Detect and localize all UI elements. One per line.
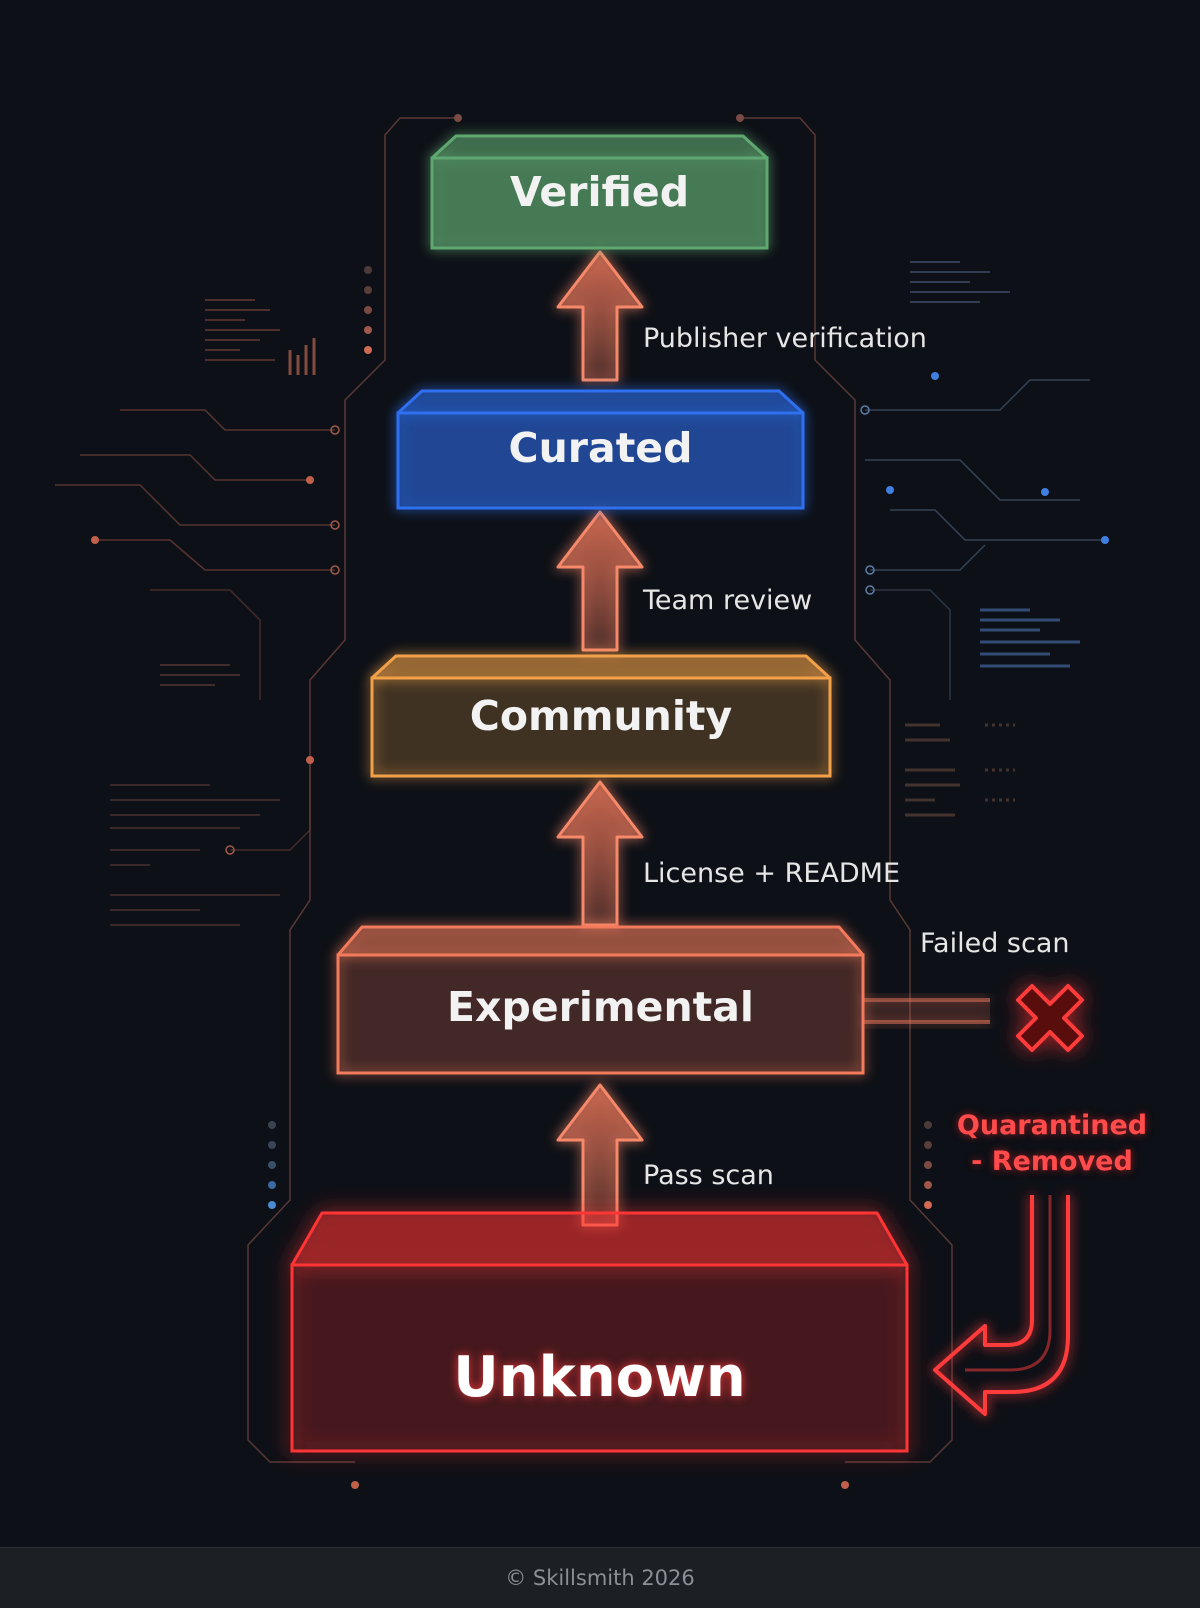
failed-scan-connector [862,998,990,1024]
tier-box-front [430,156,769,250]
dot [364,306,372,314]
trace [865,379,1090,411]
tier-box-community [370,654,832,778]
dot [268,1121,276,1129]
diagram-canvas [55,114,1109,1489]
trace [150,589,261,700]
code-block-left-mid [160,664,240,686]
tier-label-unknown: Unknown [453,1345,746,1410]
trace [95,539,335,571]
dot [268,1141,276,1149]
tier-box-top [370,654,832,680]
quarantined-line-1: Quarantined [956,1110,1148,1141]
tier-box-top [336,925,865,957]
promotion-arrow [556,1083,644,1227]
dot [364,326,372,334]
tier-box-top [290,1211,909,1267]
tier-box-verified [430,134,769,250]
trace-node [306,476,314,484]
trace-node [330,565,340,575]
promotion-arrow [556,510,644,652]
trace-node [860,405,870,415]
code-block-right-mid [980,608,1080,668]
tier-label-verified: Verified [509,168,690,216]
frame-line-right [740,117,953,1463]
frame-node [736,114,744,122]
dot [924,1121,932,1129]
trace-node [1041,488,1049,496]
frame-node [351,1481,359,1489]
trace [80,454,310,481]
tier-box-top [396,389,805,415]
trace-node [330,520,340,530]
tier-box-curated [396,389,805,510]
dot [268,1201,276,1209]
promotion-arrows [556,250,644,1227]
quarantine-x-icon [1016,984,1084,1052]
trace-node [886,486,894,494]
dot [364,286,372,294]
bar-glyph [288,338,316,375]
transition-label-team-review: Team review [643,585,813,616]
tier-box-top [430,134,769,160]
trace-node [225,845,235,855]
quarantined-label: Quarantined - Removed [952,1108,1152,1180]
tier-label-curated: Curated [508,424,693,472]
transition-label-pass-scan: Pass scan [643,1160,774,1191]
trace-node [931,372,939,380]
promotion-arrow [556,780,644,927]
tier-box-front [396,411,805,510]
code-block-right-low [905,723,1015,817]
tier-box-front [370,676,832,778]
failed-scan-label: Failed scan [920,928,1070,959]
trace [120,409,335,431]
frame-node [454,114,462,122]
dot [268,1161,276,1169]
code-block-left-low [110,784,280,926]
trace-node [330,425,340,435]
transition-label-license-readme: License + README [643,858,901,889]
tier-box-unknown [290,1211,909,1453]
tier-label-experimental: Experimental [447,983,754,1031]
copyright-text: © Skillsmith 2026 [505,1566,695,1590]
trace-node [865,585,875,595]
trace-node [865,565,875,575]
dot [924,1181,932,1189]
promotion-arrow [556,250,644,382]
footer: © Skillsmith 2026 [0,1547,1200,1608]
dot [924,1141,932,1149]
quarantined-line-2: - Removed [971,1146,1133,1177]
dot [924,1161,932,1169]
removed-return-arrow-inner [965,1195,1052,1372]
trace-node [1101,536,1109,544]
tier-box-experimental [336,925,865,1075]
transition-label-publisher-verification: Publisher verification [643,323,927,354]
code-block-right-top [910,261,1010,303]
dot [268,1181,276,1189]
tier-stack [290,134,909,1453]
code-block-left-top [205,299,280,361]
dot [364,266,372,274]
trace-node [91,536,99,544]
trace [870,544,986,571]
trace [890,509,1105,541]
removed-return-arrow [933,1195,1070,1416]
frame-node [841,1481,849,1489]
trace [55,484,335,526]
trace [865,459,1080,501]
trace [230,760,311,851]
failed-scan-connector-band [862,1000,990,1022]
trace [870,589,951,700]
failure-path [862,984,1084,1416]
dot [364,346,372,354]
tier-box-front [290,1263,909,1453]
trace-node [306,756,314,764]
dot [924,1201,932,1209]
circuit-decoration [55,114,1109,1489]
tier-box-front [336,953,865,1075]
tier-label-community: Community [469,692,733,740]
